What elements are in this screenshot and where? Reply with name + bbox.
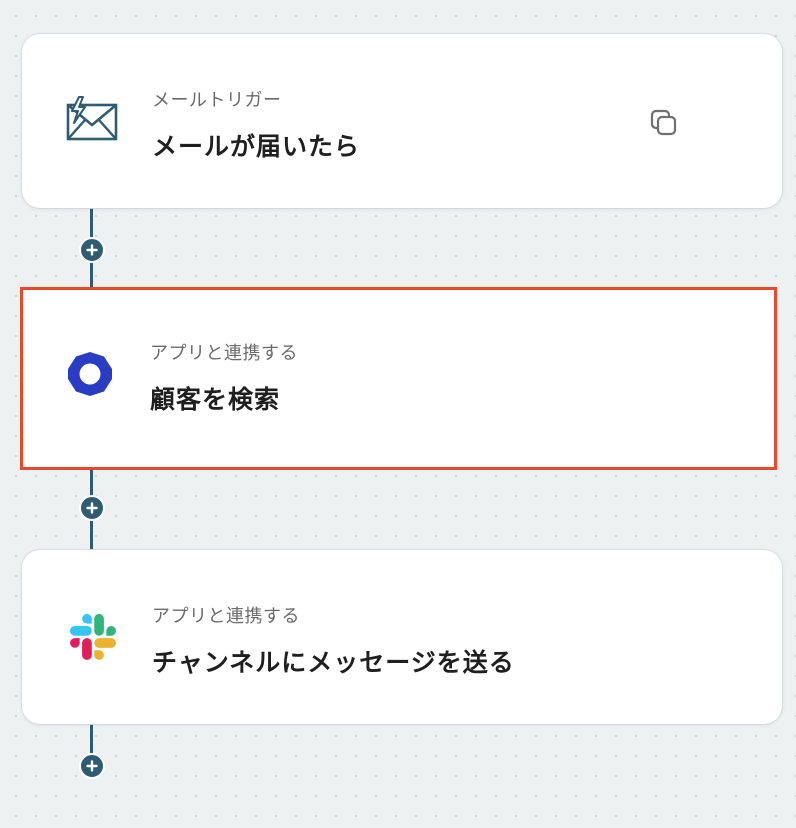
- step-type-label: アプリと連携する: [152, 606, 300, 627]
- flow-step-card-mail-trigger[interactable]: メールトリガー メールが届いたら: [22, 34, 782, 208]
- plus-icon: [86, 502, 98, 514]
- step-type-label: アプリと連携する: [150, 343, 298, 364]
- plus-icon: [86, 760, 98, 772]
- add-step-button[interactable]: [79, 495, 105, 521]
- flow-step-card-search-customer[interactable]: アプリと連携する 顧客を検索: [20, 287, 777, 470]
- step-title: チャンネルにメッセージを送る: [152, 648, 515, 677]
- flow-step-card-send-message[interactable]: アプリと連携する チャンネルにメッセージを送る: [22, 550, 782, 724]
- add-step-button[interactable]: [79, 237, 105, 263]
- connector-line: [90, 724, 93, 766]
- app-ring-icon: [64, 349, 116, 399]
- step-title: 顧客を検索: [150, 385, 281, 414]
- mail-trigger-icon: [66, 96, 118, 146]
- plus-icon: [86, 244, 98, 256]
- step-type-label: メールトリガー: [152, 90, 282, 111]
- step-title: メールが届いたら: [152, 132, 361, 161]
- slack-icon: [66, 612, 118, 662]
- copy-icon: [650, 109, 677, 136]
- copy-button[interactable]: [648, 107, 682, 141]
- add-step-button[interactable]: [79, 753, 105, 779]
